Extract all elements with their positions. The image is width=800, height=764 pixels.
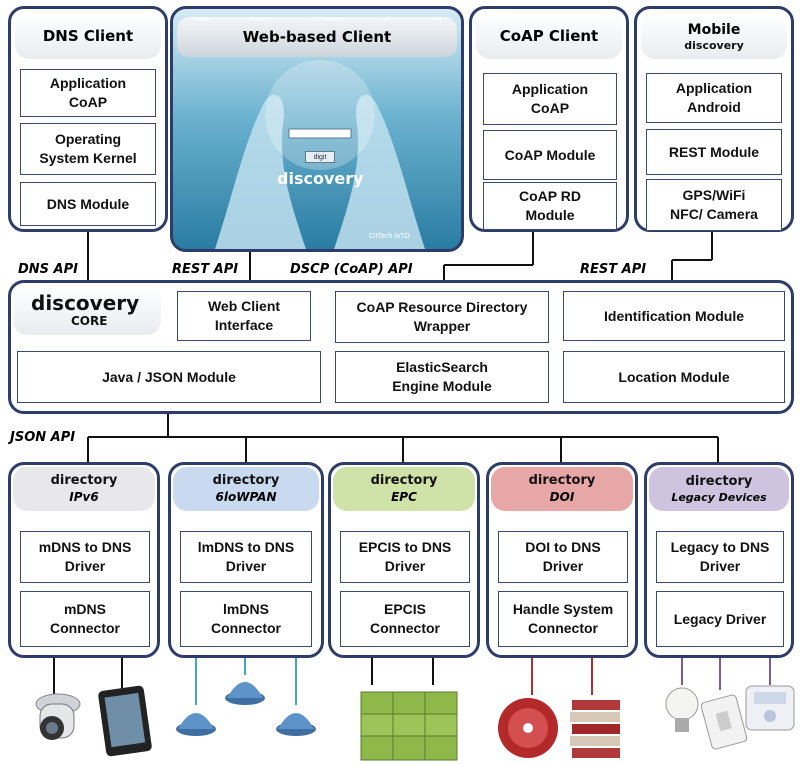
identification-module: Identification Module (563, 291, 785, 341)
directory-epc-logo: directory (370, 473, 438, 488)
dns-api-label: DNS API (18, 262, 78, 277)
discs-icon (498, 698, 558, 758)
nav-architecture-link[interactable]: Architecture (310, 17, 343, 23)
directory-ipv6-logo: directory (50, 473, 118, 488)
coap-module: CoAP Module (483, 130, 617, 180)
directory-legacy-panel: directory Legacy Devices Legacy to DNS D… (644, 462, 794, 658)
directory-6lowpan-name: 6loWPAN (215, 490, 277, 504)
rest-api-label-left: REST API (172, 262, 239, 277)
nav-home-link[interactable]: Home (193, 17, 210, 23)
location-module: Location Module (563, 351, 785, 403)
tablet-icon (98, 685, 152, 757)
epcis-connector: EPCIS Connector (340, 591, 470, 647)
directory-6lowpan-logo: directory (212, 473, 280, 488)
mobile-discovery-logo: discovery (684, 38, 744, 52)
web-client-nav: Home directory Architecture API Help (193, 17, 443, 27)
json-api-label: JSON API (10, 430, 76, 445)
dns-client-title: DNS Client (15, 13, 161, 59)
mobile-sensors-module: GPS/WiFi NFC/ Camera (646, 179, 782, 231)
mobile-title: Mobile discovery (641, 13, 787, 59)
directory-epc-panel: directory EPC EPCIS to DNS Driver EPCIS … (328, 462, 480, 658)
handle-system-connector: Handle System Connector (498, 591, 628, 647)
directory-doi-logo: directory (528, 473, 596, 488)
coap-client-title: CoAP Client (476, 13, 622, 59)
nav-api-link[interactable]: API (381, 17, 392, 23)
directory-epc-name: EPC (391, 490, 417, 504)
epcis-to-dns-driver: EPCIS to DNS Driver (340, 531, 470, 583)
core-logo: discovery CORE (13, 285, 161, 335)
dns-module: DNS Module (20, 182, 156, 226)
lmdns-connector: lmDNS Connector (180, 591, 312, 647)
mobile-title-text: Mobile (687, 21, 741, 38)
dscp-coap-api-label: DSCP (CoAP) API (290, 262, 413, 277)
search-button[interactable]: digit (305, 151, 335, 163)
web-client-interface-module: Web Client Interface (177, 291, 311, 341)
directory-doi-header: directory DOI (491, 467, 633, 511)
web-discovery-logo: discovery (277, 169, 364, 188)
directory-6lowpan-header: directory 6loWPAN (173, 467, 319, 511)
directory-legacy-header: directory Legacy Devices (649, 467, 789, 511)
directory-doi-panel: directory DOI DOI to DNS Driver Handle S… (486, 462, 638, 658)
web-client-title: Web-based Client (177, 17, 457, 57)
sensor-node-icon-3 (276, 713, 316, 736)
mobile-application-module: Application Android (646, 73, 782, 123)
camera-icon (35, 693, 81, 740)
directory-legacy-logo: directory (685, 473, 753, 489)
nav-help-link[interactable]: Help (430, 17, 443, 23)
sensor-node-icon-1 (176, 713, 216, 736)
doi-to-dns-driver: DOI to DNS Driver (498, 531, 628, 583)
books-icon (570, 700, 620, 758)
nav-directory-link[interactable]: directory (248, 17, 272, 23)
directory-6lowpan-panel: directory 6loWPAN lmDNS to DNS Driver lm… (168, 462, 324, 658)
elasticsearch-module: ElasticSearch Engine Module (335, 351, 549, 403)
hands-illustration (214, 60, 426, 249)
directory-legacy-name: Legacy Devices (671, 490, 767, 504)
dns-application-coap-module: Application CoAP (20, 69, 156, 117)
mdns-to-dns-driver: mDNS to DNS Driver (20, 531, 150, 583)
core-label: CORE (71, 314, 108, 328)
directory-ipv6-name: IPv6 (69, 490, 99, 504)
mobile-panel: Mobile discovery Application Android RES… (634, 6, 794, 232)
core-discovery-logo: discovery (31, 291, 140, 315)
mdns-connector: mDNS Connector (20, 591, 150, 647)
legacy-driver: Legacy Driver (656, 591, 784, 647)
coap-rd-module: CoAP RD Module (483, 182, 617, 230)
directory-ipv6-header: directory IPv6 (13, 467, 155, 511)
directory-ipv6-panel: directory IPv6 mDNS to DNS Driver mDNS C… (8, 462, 160, 658)
sensor-node-icon-2 (225, 682, 265, 705)
lmdns-to-dns-driver: lmDNS to DNS Driver (180, 531, 312, 583)
coap-rd-wrapper-module: CoAP Resource Directory Wrapper (335, 291, 549, 343)
discovery-core-panel: discovery CORE Web Client Interface CoAP… (8, 280, 794, 414)
web-client-panel: Web-based Client Home directory Architec… (170, 6, 464, 252)
directory-doi-name: DOI (549, 490, 575, 504)
legacy-to-dns-driver: Legacy to DNS Driver (656, 531, 784, 583)
mobile-rest-module: REST Module (646, 129, 782, 175)
thermostat-icon (745, 685, 795, 731)
directory-epc-header: directory EPC (333, 467, 475, 511)
light-bulb-icon (665, 687, 699, 732)
dns-client-panel: DNS Client Application CoAP Operating Sy… (8, 6, 168, 232)
switch-icon (700, 694, 748, 750)
dns-os-kernel-module: Operating System Kernel (20, 123, 156, 175)
java-json-module: Java / JSON Module (17, 351, 321, 403)
rfid-crates-icon (360, 691, 458, 761)
coap-application-module: Application CoAP (483, 73, 617, 125)
web-credit: CitTech IoTO (369, 233, 410, 240)
coap-client-panel: CoAP Client Application CoAP CoAP Module… (469, 6, 629, 232)
rest-api-label-right: REST API (580, 262, 647, 277)
